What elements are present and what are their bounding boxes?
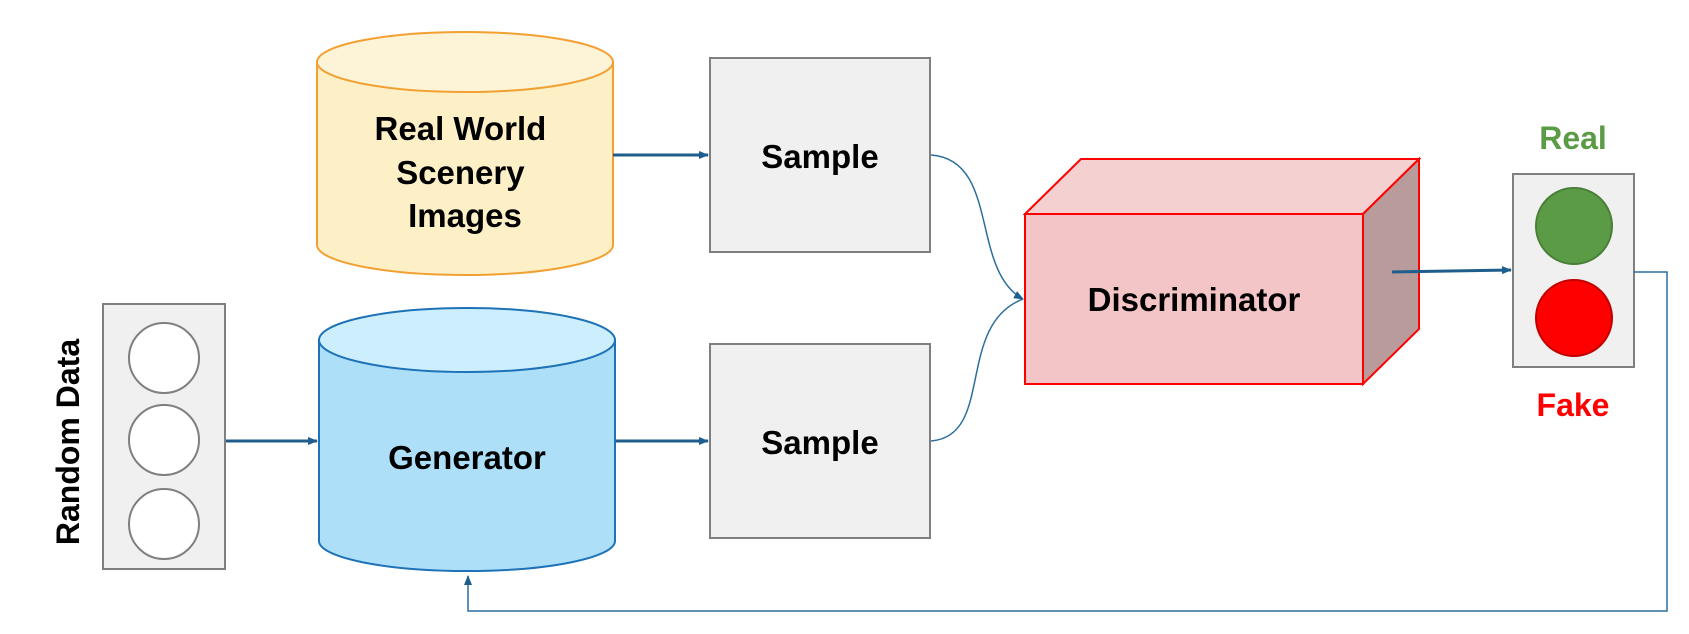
real-images-label: Real World Scenery Images	[375, 110, 556, 234]
sample-real-rect	[709, 57, 931, 253]
input-node-3	[128, 488, 200, 560]
input-node-1	[128, 322, 200, 394]
sample-real-box: Sample	[709, 57, 931, 253]
sample-fake-box: Sample	[709, 343, 931, 539]
random-data-label: Random Data	[50, 339, 86, 545]
curve-sample-real-to-discriminator	[930, 154, 1024, 300]
discriminator-top-face	[1022, 158, 1422, 215]
real-images-database: Real World Scenery Images	[316, 31, 614, 276]
discriminator-front-face	[1024, 213, 1364, 385]
input-node-2	[128, 404, 200, 476]
real-label: Real	[1539, 120, 1607, 156]
generator-label: Generator	[388, 439, 546, 476]
real-images-top	[316, 31, 614, 93]
fake-indicator	[1535, 279, 1613, 357]
feedback-loop-to-generator	[464, 271, 1668, 612]
fake-label: Fake	[1537, 387, 1610, 423]
generator-body	[318, 339, 616, 572]
generator-top	[318, 307, 616, 373]
generator-database: Generator	[318, 307, 616, 572]
real-indicator	[1535, 187, 1613, 265]
sample-real-label: Sample	[761, 138, 878, 175]
discriminator-label: Discriminator	[1088, 281, 1301, 318]
discriminator-box: Discriminator	[1022, 156, 1422, 387]
sample-fake-label: Sample	[761, 424, 878, 461]
curve-sample-fake-to-discriminator	[930, 298, 1024, 442]
sample-fake-rect	[709, 343, 931, 539]
output-panel: Real Fake	[1512, 120, 1635, 423]
real-images-label-line-2: Scenery	[396, 154, 525, 191]
arrow-discriminator-to-output	[1391, 266, 1512, 275]
real-images-body	[316, 61, 614, 276]
real-images-label-line-3: Images	[408, 197, 522, 234]
random-data-input: Random Data	[50, 303, 226, 570]
real-images-label-line-1: Real World	[375, 110, 547, 147]
